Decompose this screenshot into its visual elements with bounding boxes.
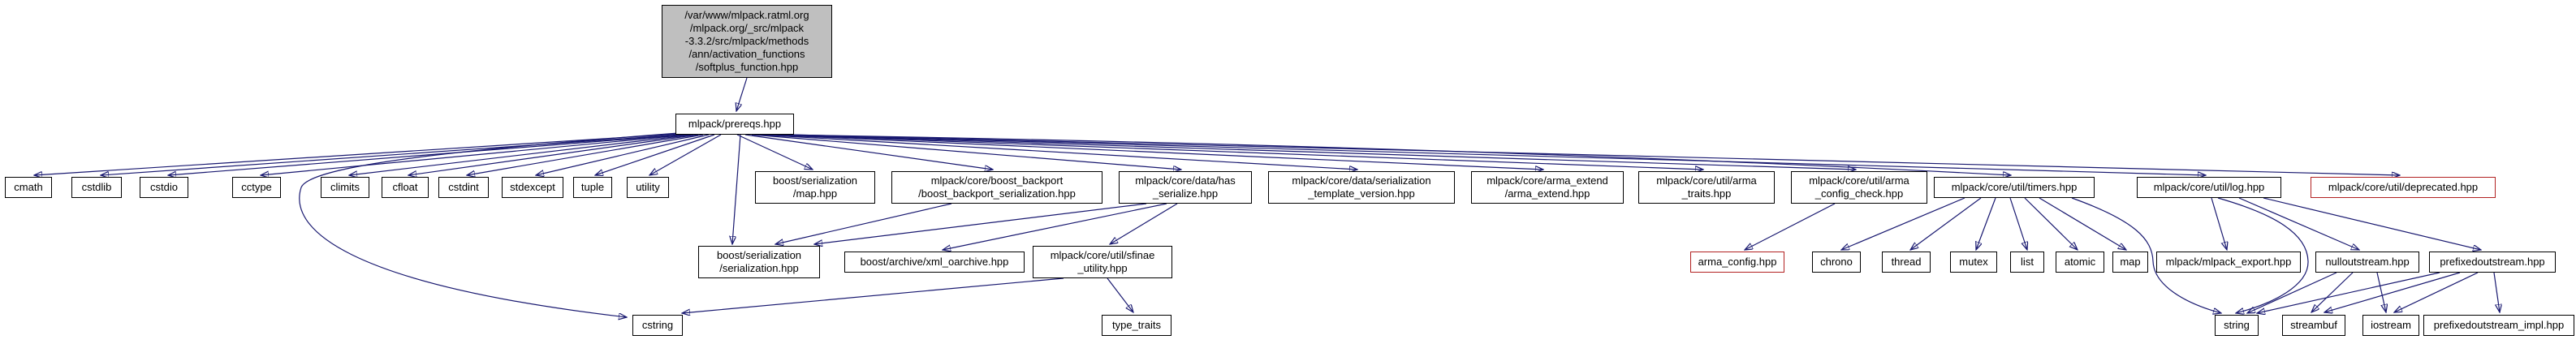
edge-prereqs-has-serialize [751, 134, 1181, 170]
edge-prereqs-deprecated [789, 134, 2400, 175]
node-prefixedoutstream-hpp[interactable]: prefixedoutstream.hpp [2429, 252, 2556, 273]
node-nulloutstream-hpp[interactable]: nulloutstream.hpp [2315, 252, 2419, 273]
node-serialization-template-version-hpp[interactable]: mlpack/core/data/serialization _template… [1268, 171, 1455, 204]
edge-prereqs-tuple [595, 134, 715, 175]
edge-timers-atomic [2024, 197, 2078, 250]
node-boost-backport-serialization-hpp[interactable]: mlpack/core/boost_backport /boost_backpo… [891, 171, 1102, 204]
edge-log-string [2217, 197, 2309, 313]
edge-prereqs-cstdio [168, 134, 685, 175]
edge-sfinae-cstring [682, 277, 1064, 313]
edge-prereqs-utility [649, 134, 722, 175]
node-cstdint: cstdint [438, 177, 489, 198]
edge-has-serialize-sfinae [1110, 203, 1178, 244]
edge-prereqs-cstring [299, 132, 680, 317]
node-cstring: cstring [632, 315, 683, 336]
node-mlpack-prereqs-hpp[interactable]: mlpack/prereqs.hpp [675, 114, 794, 135]
node-climits: climits [321, 177, 369, 198]
edge-nulloutstream-string [2247, 272, 2337, 313]
edge-prereqs-boost-serialization [732, 134, 741, 244]
node-arma-config-check-hpp[interactable]: mlpack/core/util/arma _config_check.hpp [1791, 171, 1927, 204]
edge-has-serialize-xml-oarchive [943, 203, 1167, 250]
edge-prefixedoutstream-streambuf [2324, 272, 2461, 312]
edge-nulloutstream-iostream [2376, 272, 2386, 312]
edge-sfinae-type-traits [1107, 277, 1133, 312]
edge-prereqs-arma-config-check [775, 134, 1856, 170]
node-mlpack-export-hpp[interactable]: mlpack/mlpack_export.hpp [2156, 252, 2301, 273]
edge-boost-backport-boost-serialization [775, 203, 952, 244]
node-tuple: tuple [573, 177, 612, 198]
node-string: string [2215, 315, 2259, 336]
node-sfinae-utility-hpp[interactable]: mlpack/core/util/sfinae _utility.hpp [1033, 246, 1172, 278]
edge-prereqs-cstdlib [101, 134, 682, 175]
edge-prereqs-cctype [261, 134, 689, 175]
edge-prefixedoutstream-string [2257, 272, 2440, 313]
edge-timers-string [2071, 197, 2221, 313]
edge-log-prefixedoutstream [2263, 197, 2481, 250]
edge-timers-map [2039, 197, 2126, 250]
node-streambuf: streambuf [2282, 315, 2345, 336]
node-arma-extend-hpp[interactable]: mlpack/core/arma_extend /arma_extend.hpp [1471, 171, 1624, 204]
edge-timers-list [2009, 197, 2027, 250]
node-timers-hpp[interactable]: mlpack/core/util/timers.hpp [1934, 177, 2095, 198]
edge-prefixedoutstream-iostream [2394, 272, 2479, 312]
node-atomic: atomic [2056, 252, 2104, 273]
edge-softplus-prereqs [736, 77, 748, 111]
node-iostream: iostream [2362, 315, 2419, 336]
node-type-traits: type_traits [1102, 315, 1171, 336]
edge-prefixedoutstream-impl [2493, 272, 2500, 312]
node-log-hpp[interactable]: mlpack/core/util/log.hpp [2137, 177, 2281, 198]
node-cstdio: cstdio [140, 177, 188, 198]
node-deprecated-hpp[interactable]: mlpack/core/util/deprecated.hpp [2311, 177, 2496, 198]
edge-prereqs-cstdint [467, 134, 704, 175]
edge-prereqs-stdexcept [536, 134, 710, 175]
edge-prereqs-climits [349, 134, 694, 175]
edge-nulloutstream-streambuf [2311, 272, 2354, 312]
node-utility: utility [627, 177, 669, 198]
node-arma-config-hpp[interactable]: arma_config.hpp [1690, 252, 1784, 273]
node-boost-serialization-map-hpp: boost/serialization /map.hpp [755, 171, 875, 204]
edge-prereqs-ser-template-version [757, 134, 1357, 170]
node-list: list [2010, 252, 2044, 273]
node-boost-serialization-hpp: boost/serialization /serialization.hpp [698, 246, 820, 278]
edge-log-mlpack-export [2211, 197, 2227, 250]
node-cstdlib: cstdlib [71, 177, 122, 198]
edge-timers-mutex [1976, 197, 1996, 250]
node-arma-traits-hpp[interactable]: mlpack/core/util/arma _traits.hpp [1638, 171, 1775, 204]
node-softplus-function-hpp: /var/www/mlpack.ratml.org /mlpack.org/_s… [662, 5, 832, 78]
edge-prereqs-arma-extend [764, 134, 1543, 170]
edge-prereqs-cfloat [408, 134, 699, 175]
edge-prereqs-cmath [34, 133, 680, 175]
edge-prereqs-boost-ser-map [736, 134, 813, 170]
node-thread: thread [1882, 252, 1931, 273]
edge-prereqs-log [784, 134, 2206, 175]
edge-has-serialize-boost-serialization [814, 203, 1147, 244]
node-cctype: cctype [232, 177, 281, 198]
edge-arma-config-check-arma-config [1745, 203, 1836, 250]
node-cfloat: cfloat [382, 177, 429, 198]
node-chrono: chrono [1812, 252, 1861, 273]
node-mutex: mutex [1950, 252, 1997, 273]
node-prefixedoutstream-impl-hpp[interactable]: prefixedoutstream_impl.hpp [2423, 315, 2574, 336]
edge-prereqs-arma-traits [770, 134, 1703, 170]
edge-timers-chrono [1841, 197, 1965, 250]
node-has-serialize-hpp[interactable]: mlpack/core/data/has _serialize.hpp [1119, 171, 1252, 204]
node-map: map [2112, 252, 2148, 273]
edge-timers-thread [1910, 197, 1982, 250]
edge-log-nulloutstream [2238, 197, 2359, 250]
edge-prereqs-boost-backport [744, 134, 993, 170]
node-stdexcept: stdexcept [502, 177, 563, 198]
node-cmath: cmath [5, 177, 52, 198]
node-xml-oarchive-hpp: boost/archive/xml_oarchive.hpp [844, 252, 1025, 273]
